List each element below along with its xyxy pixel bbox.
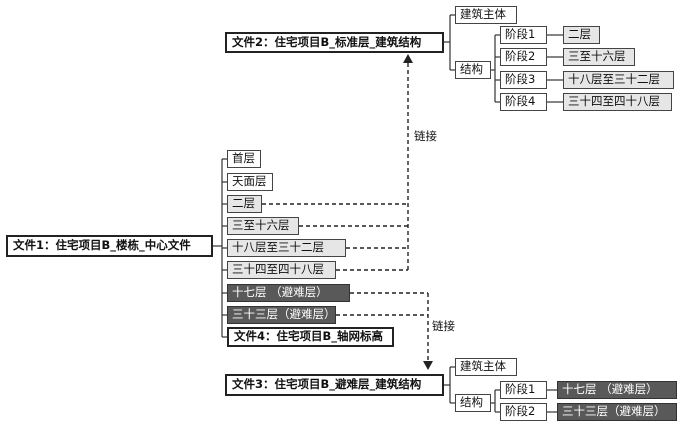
link-label-file3: 链接	[432, 319, 455, 333]
file3-structure-node[interactable]: 结构	[455, 394, 491, 412]
floor-node-18-32[interactable]: 十八层至三十二层	[227, 239, 346, 257]
file2-stage3-floor[interactable]: 十八层至三十二层	[563, 71, 674, 89]
file4-node[interactable]: 文件4：住宅项目B_轴网标高	[227, 327, 394, 347]
file2-stage1-node[interactable]: 阶段1	[500, 26, 547, 44]
file2-stage2-floor[interactable]: 三至十六层	[563, 48, 635, 66]
floor-node-34-48[interactable]: 三十四至四十八层	[227, 261, 336, 279]
floor-node-ground[interactable]: 首层	[227, 150, 261, 168]
floor-node-2f[interactable]: 二层	[227, 195, 262, 213]
file3-main-body-node[interactable]: 建筑主体	[455, 358, 517, 376]
file3-stage2-floor[interactable]: 三十三层（避难层）	[557, 403, 677, 421]
file2-stage3-node[interactable]: 阶段3	[500, 71, 547, 89]
file3-stage1-node[interactable]: 阶段1	[500, 381, 547, 399]
file1-node[interactable]: 文件1：住宅项目B_楼栋_中心文件	[6, 235, 213, 257]
floor-node-17-refuge[interactable]: 十七层 （避难层）	[227, 284, 350, 302]
floor-node-33-refuge[interactable]: 三十三层（避难层）	[227, 306, 336, 324]
floor-node-3-16[interactable]: 三至十六层	[227, 217, 299, 235]
file3-stage2-node[interactable]: 阶段2	[500, 403, 547, 421]
file2-structure-node[interactable]: 结构	[455, 61, 491, 79]
link-label-file2: 链接	[414, 129, 437, 143]
file2-stage4-floor[interactable]: 三十四至四十八层	[563, 93, 672, 111]
floor-node-roof[interactable]: 天面层	[227, 173, 273, 191]
file2-stage4-node[interactable]: 阶段4	[500, 93, 547, 111]
file3-stage1-floor[interactable]: 十七层 （避难层）	[557, 381, 677, 399]
file3-node[interactable]: 文件3：住宅项目B_避难层_建筑结构	[225, 374, 444, 396]
file2-stage1-floor[interactable]: 二层	[563, 26, 600, 44]
file2-stage2-node[interactable]: 阶段2	[500, 48, 547, 66]
file2-node[interactable]: 文件2：住宅项目B_标准层_建筑结构	[225, 32, 444, 53]
file2-main-body-node[interactable]: 建筑主体	[455, 6, 517, 24]
